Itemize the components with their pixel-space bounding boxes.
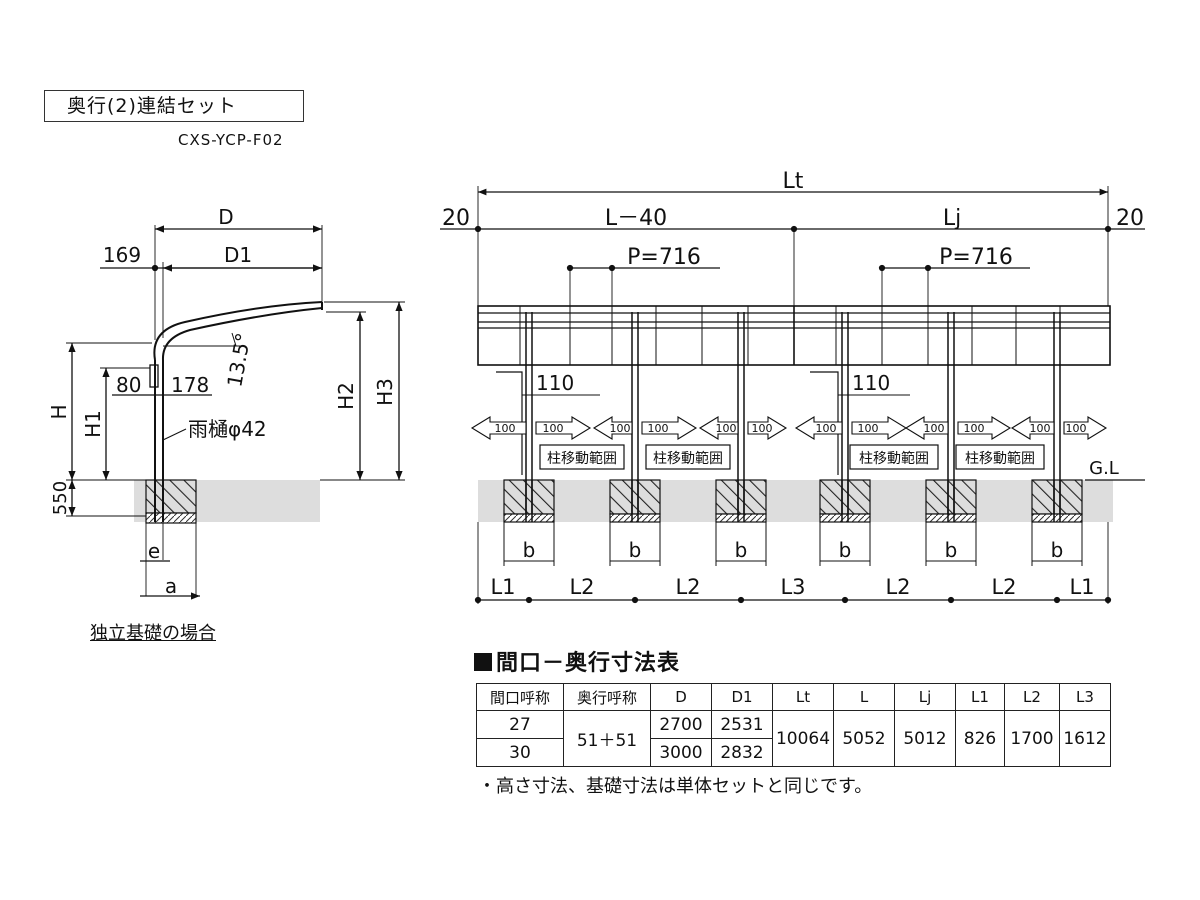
side-view [66,225,405,600]
range-3: 柱移動範囲 [859,450,929,467]
roof-angle: 13.5° [222,331,255,389]
range-1: 柱移動範囲 [547,450,617,467]
dim-L40: L－40 [605,206,667,231]
cell-L3: 1612 [1059,710,1111,767]
header-L3: L3 [1059,683,1111,711]
cell-width-27: 27 [476,710,564,739]
table-header-row: 間口呼称 奥行呼称 D D1 Lt L Lj L1 L2 L3 [476,683,1111,711]
dim-Lt: Lt [783,169,804,194]
dim-left-20: 20 [442,206,470,231]
shift-6: 100 [752,422,773,435]
shift-10: 100 [964,422,985,435]
shift-2: 100 [543,422,564,435]
shift-11: 100 [1030,422,1051,435]
dim-L2-2: L2 [675,575,700,599]
shift-7: 100 [816,422,837,435]
ground-level: G.L [1089,458,1119,479]
dim-L1-right: L1 [1069,575,1094,599]
header-D1: D1 [711,683,773,711]
square-icon [474,653,492,671]
table-note: ・高さ寸法、基礎寸法は単体セットと同じです。 [478,776,873,797]
cell-L1: 826 [955,710,1005,767]
shift-4: 100 [648,422,669,435]
front-view-labels: Lt 20 20 L－40 Lj P=716 P=716 110 110 100… [442,169,1144,599]
dim-H2: H2 [334,382,358,410]
dimension-table: 間口呼称 奥行呼称 D D1 Lt L Lj L1 L2 L3 27 51＋51… [476,683,1111,767]
dim-H3: H3 [373,378,397,406]
dim-L3: L3 [780,575,805,599]
dim-L1-left: L1 [490,575,515,599]
header-Lt: Lt [772,683,834,711]
footing-b-3: b [735,538,748,562]
header-Lj: Lj [894,683,956,711]
dim-L2-1: L2 [569,575,594,599]
front-view [440,186,1145,604]
cell-Lj: 5012 [894,710,956,767]
footing-b-6: b [1051,538,1064,562]
dim-H: H [47,404,71,419]
cell-D1-30: 2832 [711,738,773,767]
dim-550: 550 [50,481,71,515]
footing-b-5: b [945,538,958,562]
dim-right-20: 20 [1116,206,1144,231]
dim-169: 169 [103,243,141,267]
table-row: 27 51＋51 2700 2531 10064 5052 5012 826 1… [476,710,1111,767]
dim-178: 178 [171,373,209,397]
header-width-name: 間口呼称 [476,683,564,711]
set-title: 奥行(2)連結セット [44,90,304,122]
shift-1: 100 [495,422,516,435]
shift-3: 100 [610,422,631,435]
pitch-left: P=716 [627,245,701,270]
side-view-labels: D D1 169 13.5° 80 178 雨樋φ42 H H1 H2 H3 5… [47,205,397,598]
pitch-right: P=716 [939,245,1013,270]
foundation-caption: 独立基礎の場合 [90,623,216,644]
header-L: L [833,683,895,711]
dim-L2-3: L2 [885,575,910,599]
dim-D1: D1 [224,243,252,267]
dim-H1: H1 [81,410,105,438]
range-4: 柱移動範囲 [965,450,1035,467]
cell-depth: 51＋51 [563,710,651,767]
shift-9: 100 [924,422,945,435]
cell-width-30: 30 [476,738,564,767]
header-depth-name: 奥行呼称 [563,683,651,711]
shift-5: 100 [716,422,737,435]
cell-L2: 1700 [1004,710,1060,767]
footing-b-2: b [629,538,642,562]
header-D: D [650,683,712,711]
dim-80: 80 [116,373,141,397]
dim-L2-4: L2 [991,575,1016,599]
table-row: 30 3000 2832 [476,738,1111,767]
cell-Lt: 10064 [772,710,834,767]
header-L2: L2 [1004,683,1060,711]
cell-D-30: 3000 [650,738,712,767]
table-title-text: 間口－奥行寸法表 [496,651,681,676]
table-title: 間口－奥行寸法表 [474,645,680,677]
cell-L: 5052 [833,710,895,767]
dim-D: D [218,205,233,229]
dim-e: e [148,539,160,563]
range-2: 柱移動範囲 [653,450,723,467]
header-L1: L1 [955,683,1005,711]
gutter-offset-right: 110 [852,371,890,395]
dim-Lj: Lj [943,206,961,231]
cell-D-27: 2700 [650,710,712,739]
footing-b-1: b [523,538,536,562]
model-number: CXS-YCP-F02 [178,131,284,149]
footing-b-4: b [839,538,852,562]
gutter-label: 雨樋φ42 [188,417,267,441]
gutter-offset-left: 110 [536,371,574,395]
shift-12: 100 [1066,422,1087,435]
dim-a: a [165,574,177,598]
shift-8: 100 [858,422,879,435]
cell-D1-27: 2531 [711,710,773,739]
